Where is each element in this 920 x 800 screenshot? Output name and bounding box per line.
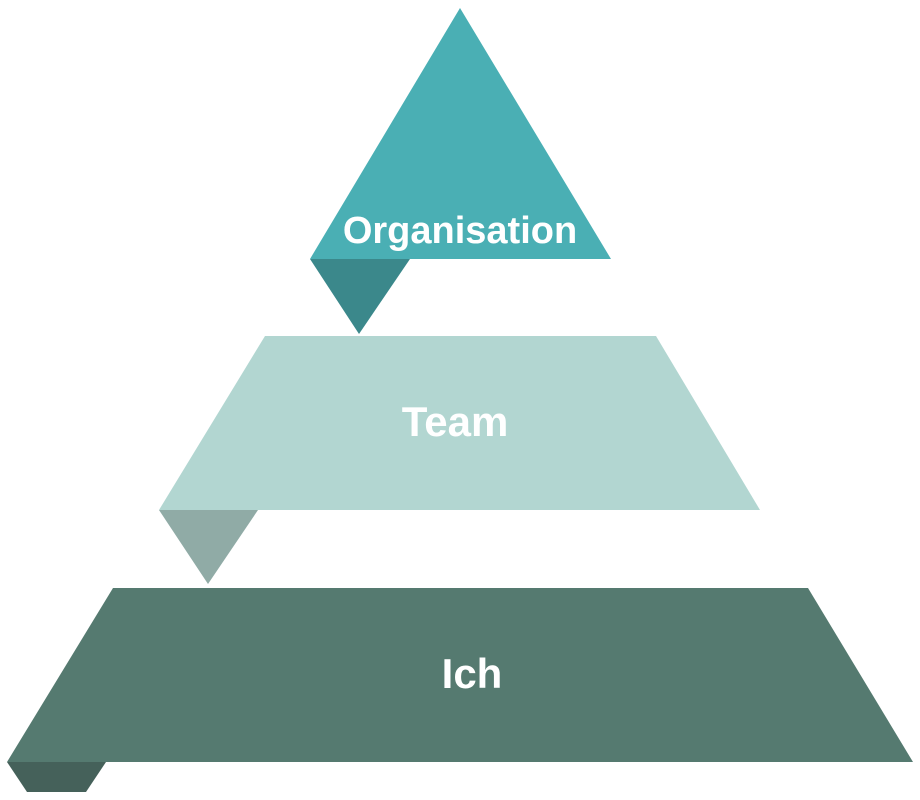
- tier-bottom: Ich: [7, 588, 913, 792]
- tier-middle-shape: [159, 336, 760, 510]
- tier-middle-fold: [159, 510, 258, 584]
- tier-bottom-label: Ich: [442, 650, 503, 697]
- tier-middle-label: Team: [402, 398, 509, 445]
- tier-middle: Team: [159, 336, 760, 584]
- tier-bottom-shape: [7, 588, 913, 762]
- tier-top-label: Organisation: [343, 210, 577, 252]
- tier-top: Organisation: [310, 8, 611, 334]
- tier-top-shape: [310, 8, 611, 259]
- tier-bottom-fold: [7, 762, 106, 792]
- tier-top-fold: [310, 259, 410, 334]
